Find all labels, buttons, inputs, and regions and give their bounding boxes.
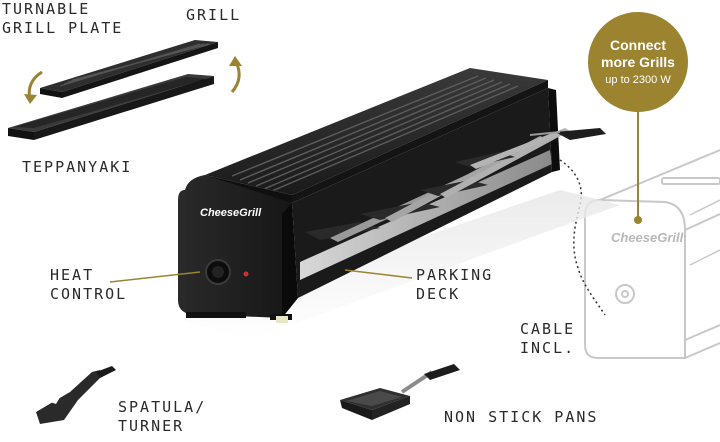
heat-label-line2: CONTROL: [50, 285, 128, 303]
grill-plate-exploded: [8, 40, 218, 140]
cable-label-line1: CABLE: [520, 320, 576, 338]
heat-control-label: HEAT CONTROL: [50, 266, 127, 304]
non-stick-pan: [340, 364, 460, 420]
ghost-brand-logo: CheeseGrill: [611, 230, 684, 245]
cable-dotted-line: [559, 159, 606, 316]
grill-label: GRILL: [186, 6, 242, 24]
spatula-turner-label: SPATULA/ TURNER: [118, 398, 206, 436]
rotate-arrowhead-right: [229, 56, 242, 66]
heat-callout-line: [109, 271, 201, 283]
spatula-turner: [36, 366, 116, 424]
spatula-label-line1: SPATULA/: [118, 398, 207, 416]
rotate-arrow-right: [230, 61, 241, 93]
connectable-grill-sketch: [584, 149, 720, 359]
cable-label-line2: INCL.: [520, 339, 576, 357]
cable-label: CABLE INCL.: [520, 320, 575, 358]
turnable-grill-plate-label: TURNABLE GRILL PLATE: [2, 0, 123, 38]
parking-callout-line: [344, 269, 413, 279]
heat-label-line1: HEAT: [50, 266, 95, 284]
teppanyaki-label: TEPPANYAKI: [22, 158, 133, 176]
badge-line1: Connect: [610, 36, 666, 53]
spatula-label-line2: TURNER: [118, 417, 185, 435]
indicator-light: [243, 271, 249, 277]
brand-logo: CheeseGrill: [200, 207, 262, 219]
inserted-pans: [305, 128, 606, 242]
badge-line2: more Grills: [601, 53, 675, 70]
raclette-grill-appliance: [178, 68, 606, 323]
parking-label-line1: PARKING: [416, 266, 494, 284]
non-stick-pans-label: NON STICK PANS: [444, 408, 599, 426]
connect-more-grills-badge: Connect more Grills up to 2300 W: [588, 12, 688, 112]
parking-label-line2: DECK: [416, 285, 461, 303]
badge-connector-dot: [634, 216, 642, 224]
turnable-label-line1: TURNABLE: [2, 0, 91, 18]
turnable-label-line2: GRILL PLATE: [2, 19, 124, 37]
rotate-arrowhead-left: [24, 94, 37, 104]
badge-line3: up to 2300 W: [605, 73, 671, 86]
parking-deck-label: PARKING DECK: [416, 266, 493, 304]
